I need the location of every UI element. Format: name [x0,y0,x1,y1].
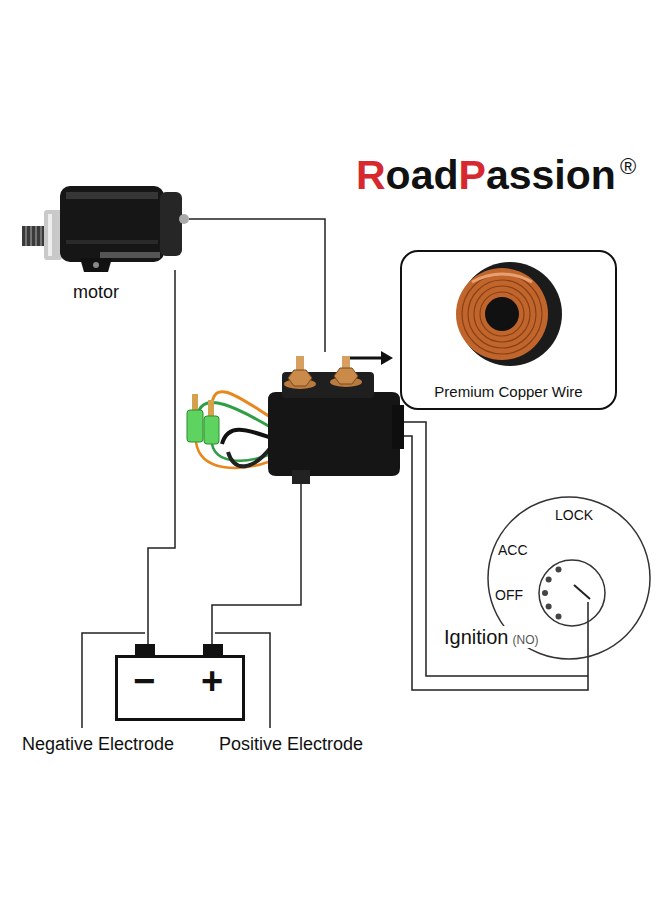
starter-motor [22,186,189,272]
logo-letter: o [386,152,411,198]
position-dot [542,590,548,596]
logo-letter: i [554,152,565,198]
position-dot [556,567,562,573]
node-text: motor [73,282,119,303]
brand-logo: RoadPassion [356,152,616,199]
copper-wire-box: Premium Copper Wire [400,250,617,410]
wire-connector [148,270,175,644]
logo-letter: n [591,152,616,198]
spool-winding [456,268,548,360]
electrode-label: Positive Electrode [219,734,363,755]
starter-solenoid [187,356,404,484]
pointer-arrowhead [381,351,393,365]
position-dot [546,577,552,583]
node-text: LOCK [555,507,593,523]
copper-spool [402,252,607,377]
node-text: Ignition [442,626,511,649]
starter-motor: motor [18,172,193,270]
node-text: + [195,660,229,704]
battery: −+ [115,644,245,722]
ignition-caption: Ignition(NO) [442,626,541,649]
logo-letter: a [486,152,509,198]
node-text: ACC [498,542,528,558]
node-text: (NO) [511,634,541,648]
position-dot [556,613,562,619]
logo-letter: P [459,152,486,198]
spool-ring [462,274,542,354]
ignition-wire [404,436,588,690]
battery-terminal [203,644,223,657]
battery-terminal [135,644,155,657]
spool-ring [474,286,530,342]
electrode-label: Negative Electrode [22,734,174,755]
key-slot [574,585,590,599]
logo-letter: d [433,152,458,198]
logo-letter: o [566,152,591,198]
position-dot [546,604,552,610]
spool-ring [480,292,524,336]
battery-positive-wire [212,484,301,645]
registered-mark: ® [620,154,636,179]
ignition-wire [404,422,588,676]
node-text: OFF [495,587,523,603]
logo-letter: s [532,152,555,198]
logo-letter: R [356,152,386,198]
key-cylinder [539,560,605,626]
node-text: Premium Copper Wire [402,383,615,400]
logo-letter: a [411,152,434,198]
spool-hole [485,297,519,331]
spool-ring [468,280,536,348]
ignition-outline [488,497,650,659]
logo-letter: s [509,152,532,198]
motor-wire [189,219,325,352]
ignition-switch: LOCKACCOFFIgnition(NO) [486,495,652,661]
node-text: − [127,660,161,704]
spool-highlight [472,274,532,282]
